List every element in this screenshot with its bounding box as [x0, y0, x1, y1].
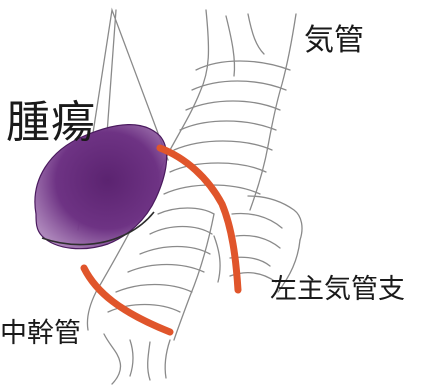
resection-line-lower — [84, 268, 170, 332]
resection-line-upper — [160, 148, 238, 290]
left-main-bronchus-label: 左主気管支 — [270, 276, 405, 303]
intermediate-bronchus-label: 中幹管 — [0, 320, 81, 347]
tumor-label: 腫瘍 — [6, 101, 96, 145]
trachea-label: 気管 — [304, 26, 364, 56]
